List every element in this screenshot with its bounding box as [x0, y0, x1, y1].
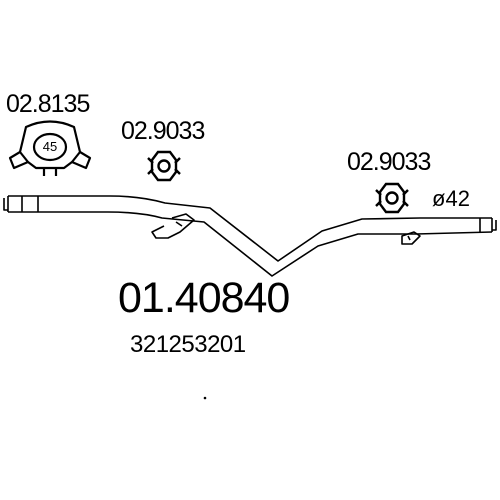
- diameter-symbol: ø: [432, 186, 446, 211]
- hanger-part-number-1: 02.9033: [121, 117, 205, 145]
- hanger-drawing-2: [375, 182, 409, 214]
- hanger-drawing-1: [147, 150, 181, 182]
- pipe-diameter-label: ø42: [432, 188, 470, 210]
- hanger-part-number-2: 02.9033: [347, 148, 431, 176]
- clamp-size-label: 45: [42, 139, 58, 154]
- exhaust-pipe: [3, 195, 497, 277]
- clamp-part-number: 02.8135: [6, 90, 90, 118]
- stray-dot: [203, 396, 207, 400]
- diameter-value: 42: [445, 186, 470, 211]
- clamp-drawing: [8, 120, 92, 176]
- main-part-number: 01.40840: [118, 274, 290, 322]
- oem-reference-number: 321253201: [130, 331, 246, 358]
